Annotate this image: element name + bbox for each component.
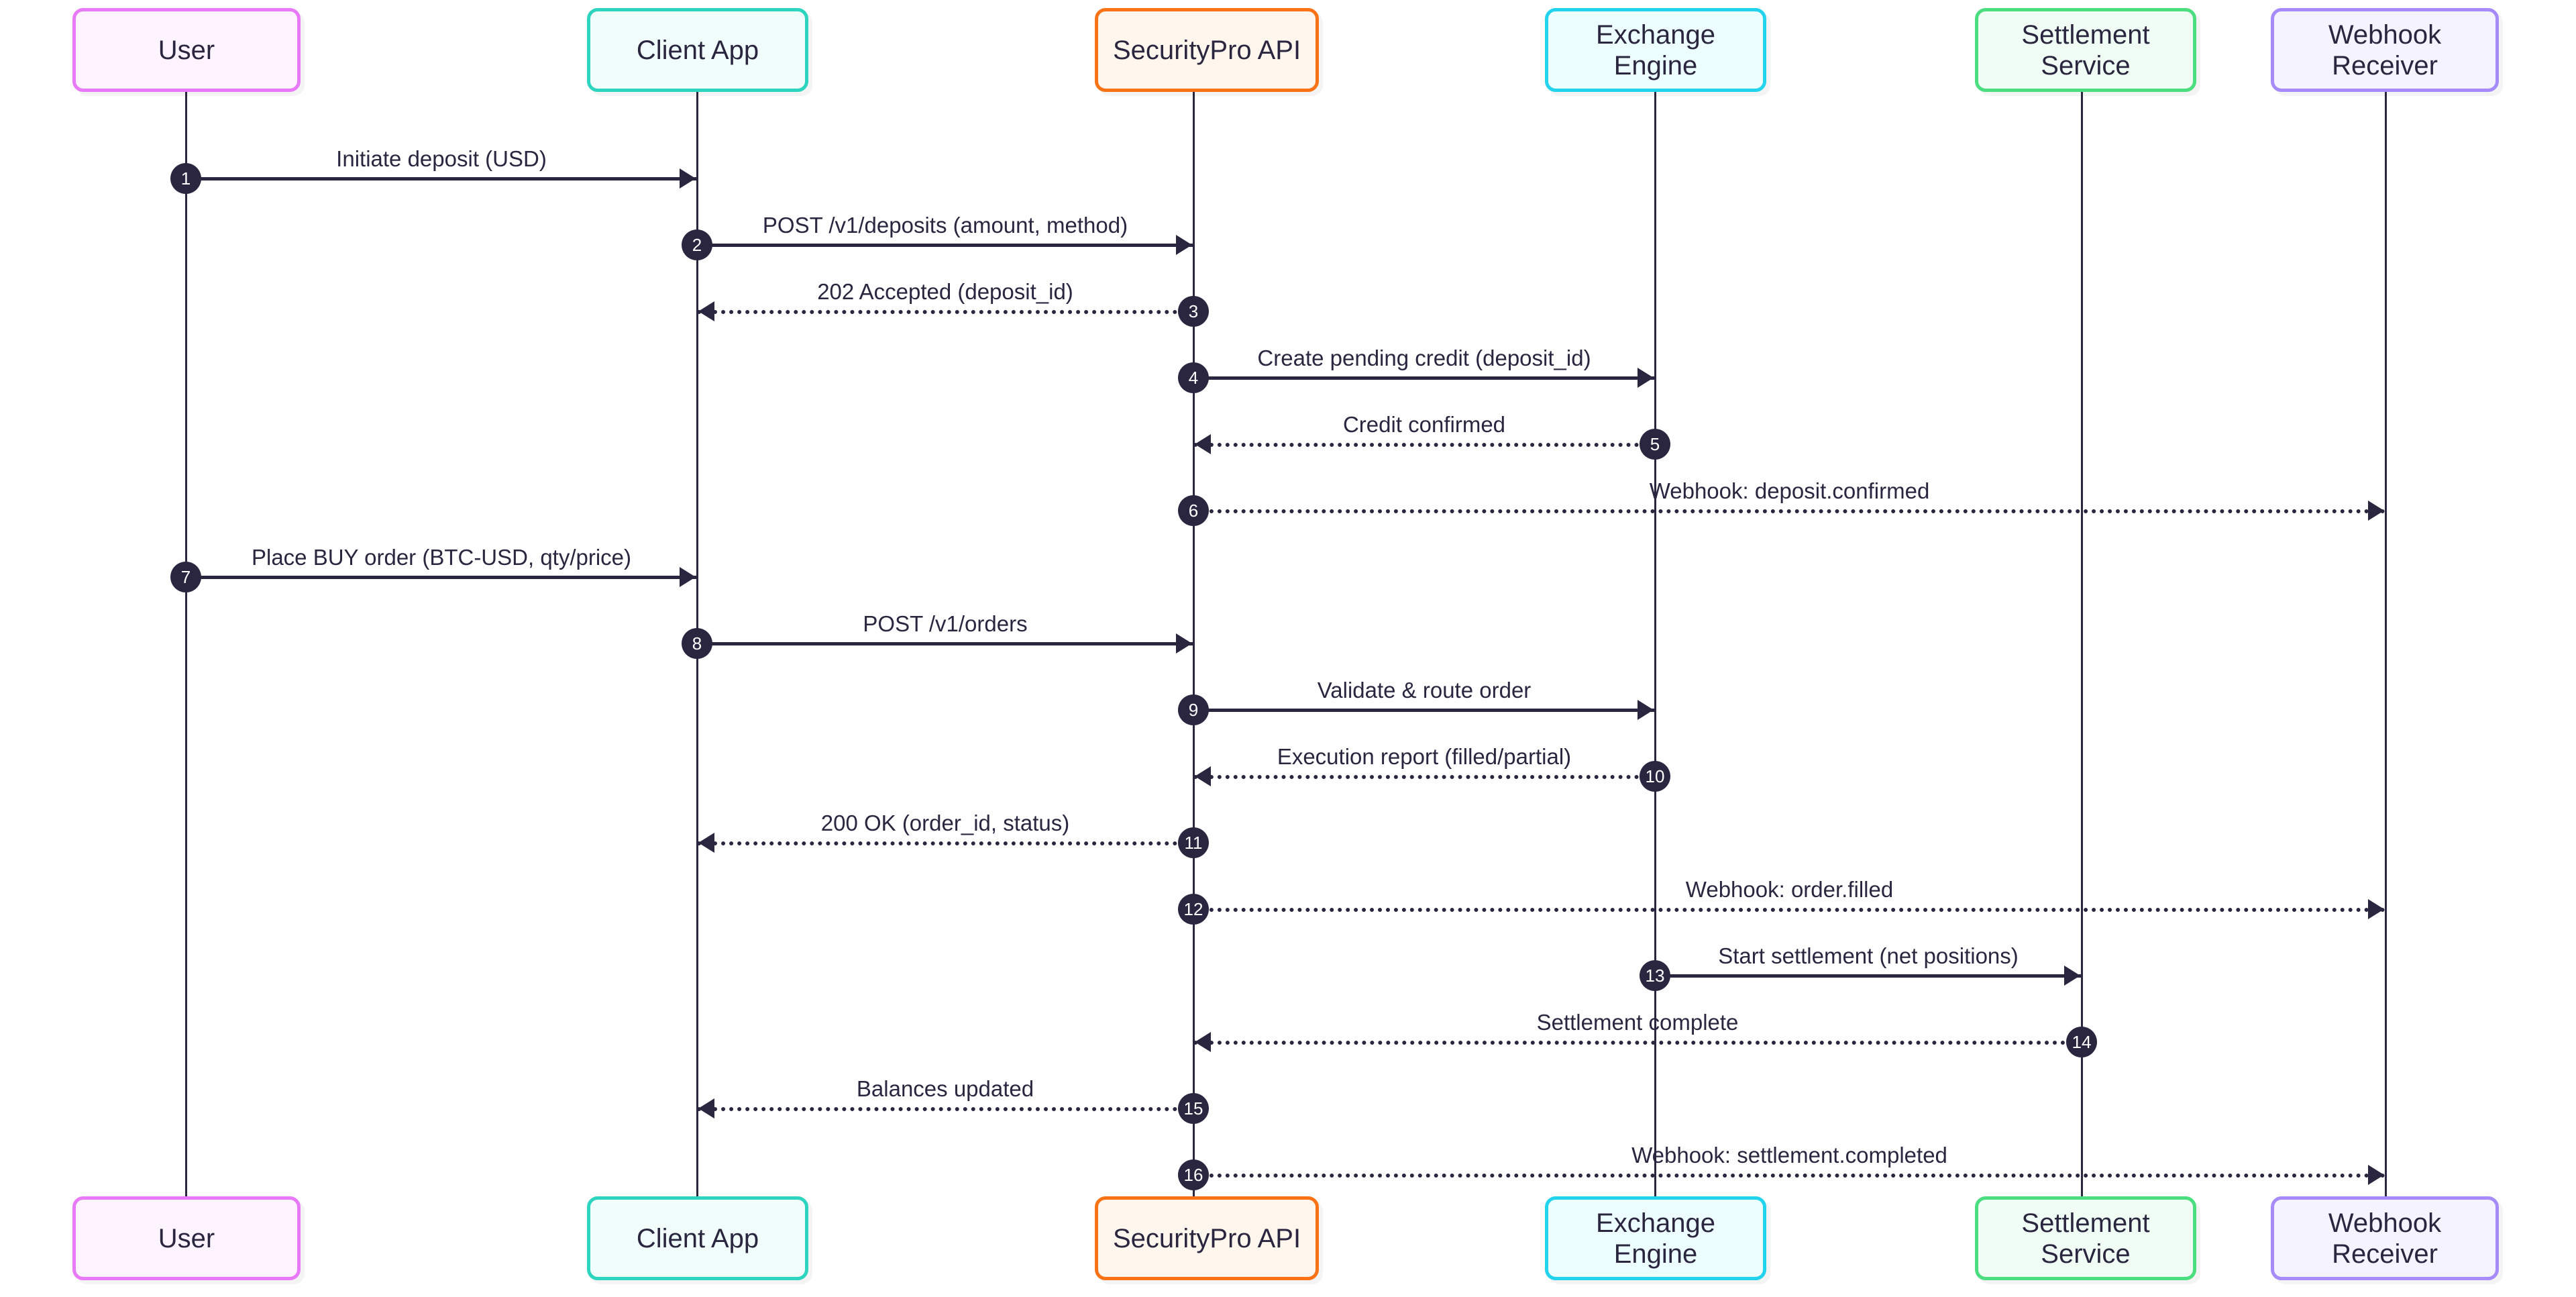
arrowhead-8 <box>1176 633 1192 654</box>
message-label-9: Validate & route order <box>1317 678 1532 703</box>
message-line-11 <box>697 841 1193 845</box>
sequence-badge-7[interactable]: 7 <box>170 562 201 592</box>
sequence-badge-13[interactable]: 13 <box>1640 960 1670 991</box>
sequence-badge-6[interactable]: 6 <box>1178 495 1209 526</box>
message-label-13: Start settlement (net positions) <box>1718 943 2019 968</box>
arrowhead-4 <box>1638 368 1654 388</box>
message-line-9 <box>1193 709 1655 712</box>
message-line-3 <box>697 310 1193 314</box>
participant-bottom-webhook-receiver[interactable]: Webhook Receiver <box>2271 1196 2499 1280</box>
arrowhead-9 <box>1638 700 1654 720</box>
arrowhead-15 <box>698 1098 714 1119</box>
sequence-badge-12[interactable]: 12 <box>1178 894 1209 925</box>
participant-top-webhook-receiver[interactable]: Webhook Receiver <box>2271 8 2499 92</box>
lifeline-exchange-engine <box>1654 52 1656 1201</box>
sequence-badge-3[interactable]: 3 <box>1178 296 1209 327</box>
sequence-badge-2[interactable]: 2 <box>682 229 712 260</box>
lifeline-client-app <box>696 52 698 1201</box>
arrowhead-14 <box>1195 1032 1211 1052</box>
lifeline-user <box>184 52 187 1201</box>
arrowhead-6 <box>2368 501 2384 521</box>
arrowhead-5 <box>1195 434 1211 454</box>
participant-bottom-settlement-service[interactable]: Settlement Service <box>1975 1196 2196 1280</box>
arrowhead-2 <box>1176 235 1192 255</box>
message-label-1: Initiate deposit (USD) <box>336 146 547 171</box>
sequence-badge-9[interactable]: 9 <box>1178 694 1209 725</box>
message-label-3: 202 Accepted (deposit_id) <box>817 279 1073 304</box>
message-line-15 <box>697 1107 1193 1111</box>
message-label-5: Credit confirmed <box>1342 412 1506 437</box>
message-line-7 <box>186 576 697 579</box>
message-label-6: Webhook: deposit.confirmed <box>1649 478 1930 503</box>
message-label-14: Settlement complete <box>1536 1010 1739 1035</box>
participant-top-client-app[interactable]: Client App <box>587 8 808 92</box>
sequence-badge-16[interactable]: 16 <box>1178 1159 1209 1190</box>
lifeline-settlement-service <box>2080 52 2083 1201</box>
message-line-8 <box>697 642 1193 645</box>
arrowhead-13 <box>2064 966 2080 986</box>
message-label-15: Balances updated <box>856 1076 1034 1101</box>
message-label-8: POST /v1/orders <box>863 611 1028 636</box>
message-label-16: Webhook: settlement.completed <box>1631 1143 1947 1168</box>
message-line-12 <box>1193 908 2385 912</box>
message-line-10 <box>1193 775 1655 779</box>
participant-bottom-client-app[interactable]: Client App <box>587 1196 808 1280</box>
arrowhead-12 <box>2368 899 2384 919</box>
arrowhead-10 <box>1195 766 1211 786</box>
sequence-badge-15[interactable]: 15 <box>1178 1093 1209 1124</box>
participant-bottom-user[interactable]: User <box>72 1196 301 1280</box>
arrowhead-11 <box>698 833 714 853</box>
arrowhead-1 <box>680 168 696 189</box>
sequence-badge-11[interactable]: 11 <box>1178 827 1209 858</box>
message-label-4: Create pending credit (deposit_id) <box>1257 346 1591 370</box>
message-label-11: 200 OK (order_id, status) <box>820 811 1070 835</box>
participant-bottom-exchange-engine[interactable]: Exchange Engine <box>1545 1196 1766 1280</box>
sequence-badge-4[interactable]: 4 <box>1178 362 1209 393</box>
participant-bottom-securitypro-api[interactable]: SecurityPro API <box>1095 1196 1319 1280</box>
participant-top-user[interactable]: User <box>72 8 301 92</box>
lifeline-securitypro-api <box>1192 52 1195 1201</box>
message-label-12: Webhook: order.filled <box>1685 877 1894 902</box>
message-line-4 <box>1193 376 1655 380</box>
participant-top-securitypro-api[interactable]: SecurityPro API <box>1095 8 1319 92</box>
lifeline-webhook-receiver <box>2384 52 2387 1201</box>
sequence-badge-8[interactable]: 8 <box>682 628 712 659</box>
sequence-badge-5[interactable]: 5 <box>1640 429 1670 460</box>
participant-top-exchange-engine[interactable]: Exchange Engine <box>1545 8 1766 92</box>
message-line-1 <box>186 177 697 180</box>
sequence-badge-14[interactable]: 14 <box>2066 1027 2097 1057</box>
message-label-10: Execution report (filled/partial) <box>1277 744 1572 769</box>
arrowhead-7 <box>680 567 696 587</box>
message-line-13 <box>1655 974 2082 978</box>
message-line-14 <box>1193 1041 2082 1045</box>
arrowhead-16 <box>2368 1165 2384 1185</box>
message-line-6 <box>1193 509 2385 513</box>
message-label-2: POST /v1/deposits (amount, method) <box>762 213 1128 238</box>
sequence-badge-1[interactable]: 1 <box>170 163 201 194</box>
message-line-5 <box>1193 443 1655 447</box>
participant-top-settlement-service[interactable]: Settlement Service <box>1975 8 2196 92</box>
arrowhead-3 <box>698 301 714 321</box>
message-line-2 <box>697 244 1193 247</box>
message-label-7: Place BUY order (BTC-USD, qty/price) <box>251 545 632 570</box>
sequence-badge-10[interactable]: 10 <box>1640 761 1670 792</box>
message-line-16 <box>1193 1174 2385 1178</box>
